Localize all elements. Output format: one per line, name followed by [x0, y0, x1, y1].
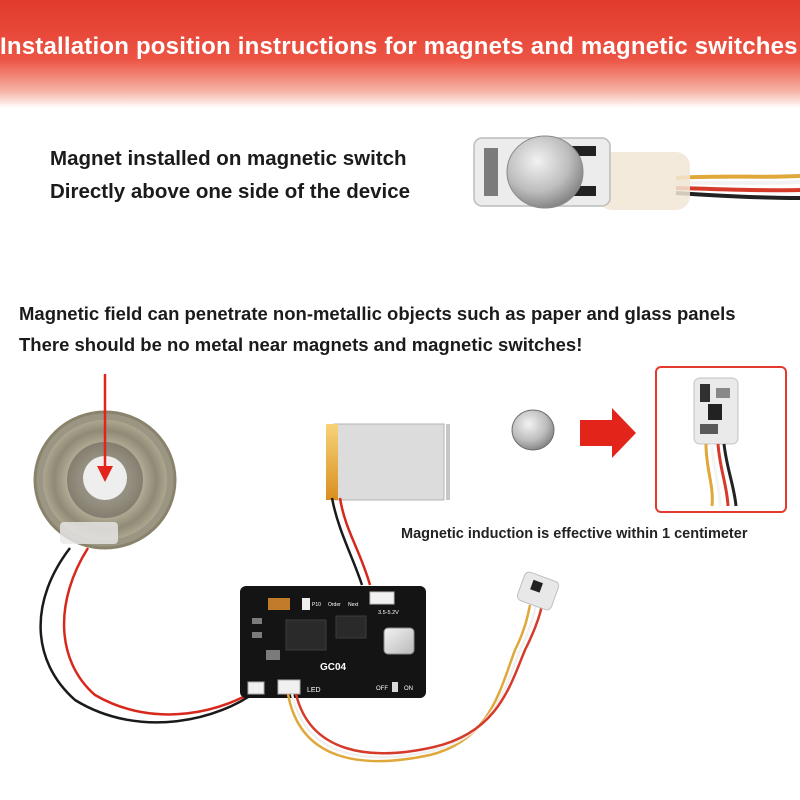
magnetic-switch-top: [473, 135, 800, 210]
magnet-disc: [511, 409, 555, 451]
magnetic-switch-inset: [693, 377, 739, 507]
induction-caption: Magnetic induction is effective within 1…: [401, 526, 748, 542]
led-label: LED: [307, 687, 321, 694]
pin-label-1: P10: [312, 602, 321, 608]
note-line-1: Magnetic field can penetrate non-metalli…: [19, 303, 736, 324]
on-label: ON: [404, 686, 413, 692]
voltage-label: 3.5-5.2V: [378, 610, 399, 616]
note-line-2: There should be no metal near magnets an…: [19, 334, 583, 355]
arrow-down-icon: [97, 374, 113, 482]
speaker-wires: [39, 547, 263, 724]
title-banner: Installation position instructions for m…: [0, 0, 800, 108]
instruction-line-1: Magnet installed on magnetic switch: [50, 147, 407, 170]
speaker: [33, 410, 177, 550]
arrow-right-icon: [580, 408, 636, 458]
banner-title: Installation position instructions for m…: [0, 33, 800, 60]
instruction-line-2: Directly above one side of the device: [50, 180, 411, 203]
off-label: OFF: [376, 686, 388, 692]
switch-cable: [286, 604, 544, 763]
magnetic-switch-board: [516, 571, 560, 611]
lithium-battery: [326, 423, 450, 586]
pin-label-3: Next: [348, 602, 359, 608]
gc04-board: GC04 LED OFF ON 3.5-5.2V P10 Order Next: [240, 586, 426, 698]
pin-label-2: Order: [328, 602, 341, 608]
board-label: GC04: [320, 662, 347, 673]
